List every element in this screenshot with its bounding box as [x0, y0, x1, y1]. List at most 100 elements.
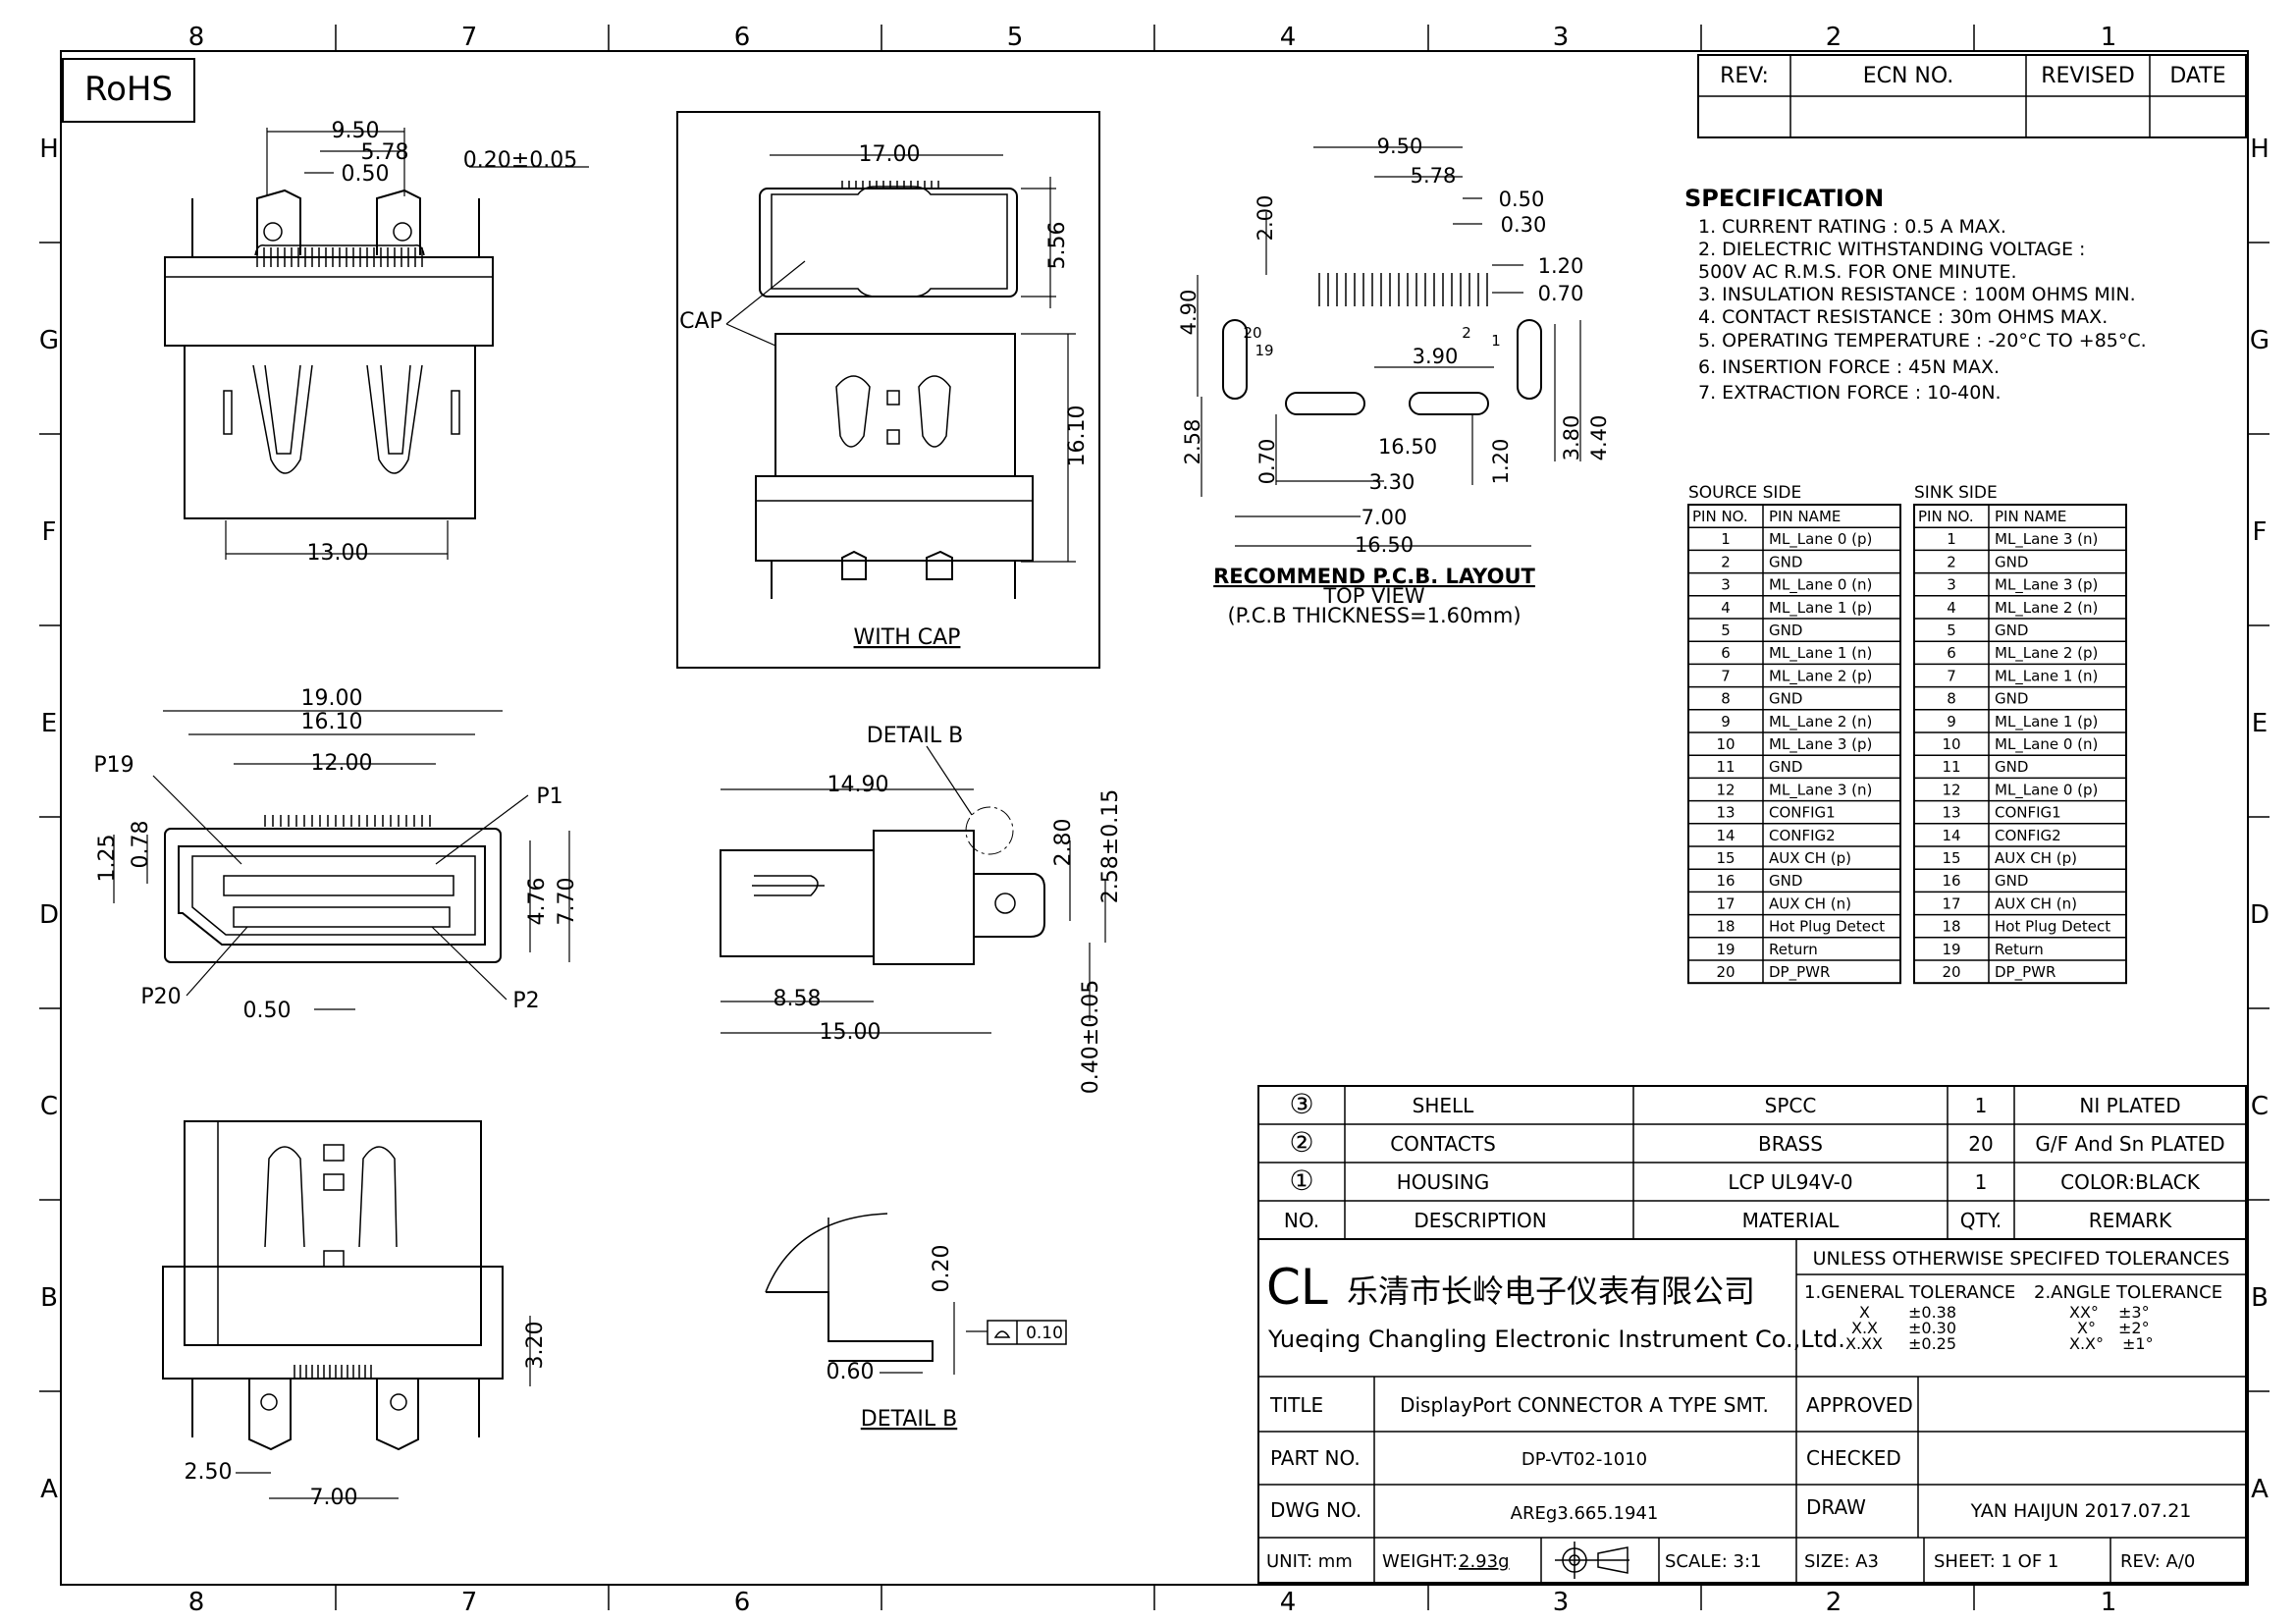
zone-row-right: E: [2252, 709, 2268, 738]
title-label: TITLE: [1269, 1393, 1323, 1417]
pin-number: 1: [1947, 530, 1956, 548]
pcb-thickness: (P.C.B THICKNESS=1.60mm): [1227, 604, 1521, 627]
dim-0-20: 0.20: [930, 1245, 954, 1293]
pin-number: 19: [1942, 941, 1960, 958]
pin-name: ML_Lane 2 (n): [1769, 713, 1872, 731]
zone-col-top: 5: [1007, 23, 1024, 52]
dim-0-60: 0.60: [827, 1360, 875, 1384]
pad-1-label: 1: [1491, 332, 1501, 350]
spec-line: 500V AC R.M.S. FOR ONE MINUTE.: [1698, 261, 2017, 283]
angle-tolerance: 2.ANGLE TOLERANCE: [2034, 1282, 2222, 1303]
approved-label: APPROVED: [1806, 1393, 1913, 1417]
pad-20-label: 20: [1243, 324, 1261, 342]
pin-name: Hot Plug Detect: [1769, 918, 1885, 936]
zone-row-left: A: [40, 1475, 58, 1504]
dim-4-90: 4.90: [1177, 290, 1201, 336]
dim-0-70: 0.70: [1255, 439, 1279, 485]
bom-item-qty: 1: [1975, 1170, 1988, 1194]
pin-number: 17: [1942, 894, 1960, 912]
pin-number: 3: [1947, 576, 1956, 594]
dim-2-58: 2.58: [1181, 419, 1204, 465]
pin-name: ML_Lane 3 (p): [1769, 735, 1872, 754]
projection-symbol: [1555, 1542, 1629, 1579]
dim-0-50: 0.50: [342, 162, 390, 187]
tol-g-label: X.X: [1851, 1319, 1878, 1337]
sheet-size: SIZE: A3: [1804, 1551, 1879, 1572]
pad-2-label: 2: [1462, 324, 1471, 342]
pin-name: CONFIG1: [1769, 804, 1836, 822]
pin-number: 8: [1947, 690, 1956, 708]
pin-name: ML_Lane 0 (p): [1995, 781, 2098, 799]
draw-label: DRAW: [1806, 1495, 1866, 1519]
pin-name: GND: [1769, 690, 1802, 708]
pin-name: ML_Lane 1 (p): [1769, 599, 1872, 618]
pin-name: GND: [1769, 872, 1802, 890]
bom-item-qty: 20: [1968, 1132, 1993, 1156]
pin-number: 6: [1947, 644, 1956, 662]
specification: SPECIFICATION 1. CURRENT RATING : 0.5 A …: [1684, 185, 2147, 404]
sheet-border: [39, 25, 2269, 1610]
bom-item-material: LCP UL94V-0: [1728, 1170, 1852, 1194]
bom-item-qty: 1: [1975, 1094, 1988, 1117]
zone-col-bottom: 7: [461, 1588, 478, 1617]
tol-a-label: XX°: [2069, 1303, 2099, 1322]
pin-number: 10: [1716, 735, 1735, 753]
pin-name: ML_Lane 3 (n): [1769, 781, 1872, 799]
pin-number: 11: [1942, 758, 1960, 776]
zone-row-left: E: [41, 709, 57, 738]
pin-number: 20: [1942, 963, 1960, 981]
tol-a-value: ±1°: [2122, 1334, 2154, 1353]
dim-1-20: 1.20: [1538, 254, 1584, 278]
revision-code: REV: A/0: [2120, 1551, 2195, 1572]
pin-name: GND: [1995, 622, 2028, 639]
zone-row-left: B: [40, 1283, 58, 1313]
dim-2-00: 2.00: [1254, 195, 1277, 242]
pin-number: 17: [1716, 894, 1735, 912]
dim-7-00: 7.00: [310, 1486, 358, 1510]
spec-title: SPECIFICATION: [1684, 185, 1884, 212]
dim-14-90: 14.90: [828, 773, 889, 797]
front-view: 9.50 5.78 0.50 0.20±0.05 13.00: [164, 119, 589, 566]
dim-4-76: 4.76: [525, 878, 550, 926]
bom-header-no: NO.: [1284, 1209, 1319, 1232]
pin-name: AUX CH (n): [1769, 894, 1851, 912]
checked-label: CHECKED: [1806, 1446, 1901, 1470]
pin-number: 20: [1716, 963, 1735, 981]
tol-g-value: ±0.25: [1908, 1334, 1956, 1353]
dim-17-00: 17.00: [859, 142, 921, 167]
title-block: CL 乐清市长岭电子仪表有限公司 Yueqing Changling Elect…: [1257, 1238, 2247, 1584]
pin-number: 12: [1716, 781, 1735, 798]
rev-header: REV:: [1720, 64, 1769, 88]
pin-name: Return: [1995, 941, 2044, 958]
bom-item-remark: G/F And Sn PLATED: [2035, 1132, 2224, 1156]
weight-value: 2.93g: [1459, 1551, 1510, 1572]
bom-item-desc: SHELL: [1413, 1094, 1475, 1117]
dim-5-56: 5.56: [1045, 222, 1070, 270]
bom-item-desc: CONTACTS: [1390, 1132, 1496, 1156]
date-header: DATE: [2169, 64, 2225, 88]
pin-number: 5: [1721, 622, 1731, 639]
p20-label: P20: [140, 985, 181, 1009]
dwg-no-label: DWG NO.: [1270, 1498, 1362, 1522]
pin-name: GND: [1995, 758, 2028, 776]
pin-number: 4: [1947, 599, 1956, 617]
pin-number: 14: [1716, 827, 1735, 844]
zone-col-top: 1: [2101, 23, 2117, 52]
zone-row-left: C: [40, 1092, 58, 1121]
unit: UNIT: mm: [1266, 1551, 1353, 1572]
zone-col-top: 2: [1826, 23, 1842, 52]
pin-name: Hot Plug Detect: [1995, 918, 2110, 936]
pin-name: ML_Lane 1 (p): [1995, 713, 2098, 731]
spec-line: 7. EXTRACTION FORCE : 10-40N.: [1698, 382, 2002, 404]
dwg-no: AREg3.665.1941: [1511, 1503, 1659, 1524]
pin-name: ML_Lane 0 (p): [1769, 530, 1872, 549]
dim-7-00: 7.00: [1362, 506, 1408, 529]
pin-name: GND: [1995, 553, 2028, 570]
dim-12-00: 12.00: [311, 751, 373, 776]
p2-label: P2: [512, 989, 539, 1013]
bom-item-material: BRASS: [1758, 1132, 1823, 1156]
pin-name: ML_Lane 3 (p): [1995, 576, 2098, 595]
pin-number: 18: [1942, 918, 1960, 936]
pin-name: DP_PWR: [1995, 963, 2056, 982]
